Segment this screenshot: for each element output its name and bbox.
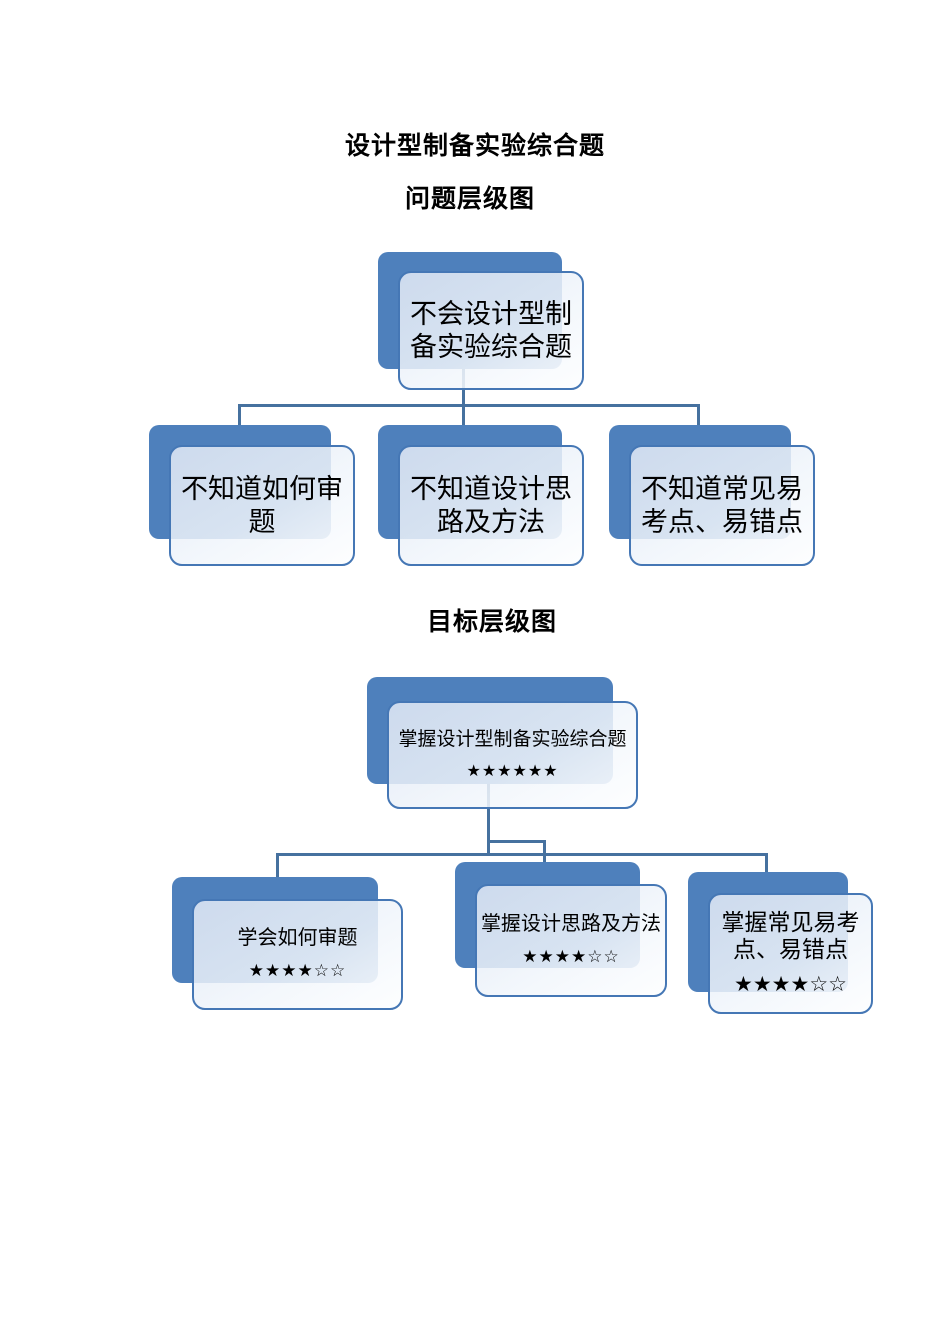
- connector-middle-drop: [543, 840, 546, 865]
- connector-root-vertical: [462, 369, 465, 426]
- node-label: 考点、易错点: [641, 506, 803, 537]
- node-label: 掌握常见易考: [721, 910, 860, 935]
- node-card: 不知道常见易 考点、易错点: [629, 445, 815, 566]
- diagram1-heading: 问题层级图: [404, 185, 535, 213]
- node-card: 学会如何审题 ★★★★☆☆: [192, 899, 403, 1010]
- diagram2-heading: 目标层级图: [426, 608, 557, 636]
- star-rating: ★★★★★★: [466, 761, 559, 780]
- connector-right-drop: [765, 853, 768, 874]
- node-label: 点、易错点: [733, 937, 848, 962]
- node-card: 不会设计型制 备实验综合题: [398, 271, 584, 390]
- node-label: 不知道如何审: [181, 473, 343, 504]
- connector-horizontal: [238, 404, 700, 407]
- star-rating: ★★★★☆☆: [734, 972, 847, 996]
- node-label: 不会设计型制: [410, 298, 572, 329]
- node-card: 掌握设计思路及方法 ★★★★☆☆: [475, 884, 667, 997]
- node-label: 路及方法: [437, 506, 545, 537]
- node-card: 不知道设计思 路及方法: [398, 445, 584, 566]
- node-label: 题: [248, 506, 276, 537]
- node-label: 学会如何审题: [237, 927, 358, 949]
- node-card: 掌握常见易考 点、易错点 ★★★★☆☆: [708, 893, 873, 1014]
- node-label: 不知道常见易: [641, 473, 803, 504]
- node-label: 备实验综合题: [410, 331, 572, 362]
- node-label: 掌握设计思路及方法: [481, 913, 661, 935]
- node-label: 掌握设计型制备实验综合题: [398, 729, 627, 750]
- node-card: 掌握设计型制备实验综合题 ★★★★★★: [387, 701, 638, 809]
- node-card: 不知道如何审 题: [169, 445, 355, 566]
- star-rating: ★★★★☆☆: [248, 961, 347, 981]
- connector-right-drop: [697, 404, 700, 427]
- connector-left-drop: [276, 853, 279, 879]
- page-title: 设计型制备实验综合题: [344, 132, 605, 160]
- connector-step-horizontal: [487, 840, 546, 843]
- connector-root-vertical: [487, 784, 490, 856]
- connector-left-drop: [238, 404, 241, 427]
- connector-horizontal: [276, 853, 768, 856]
- node-label: 不知道设计思: [410, 473, 572, 504]
- star-rating: ★★★★☆☆: [522, 947, 620, 967]
